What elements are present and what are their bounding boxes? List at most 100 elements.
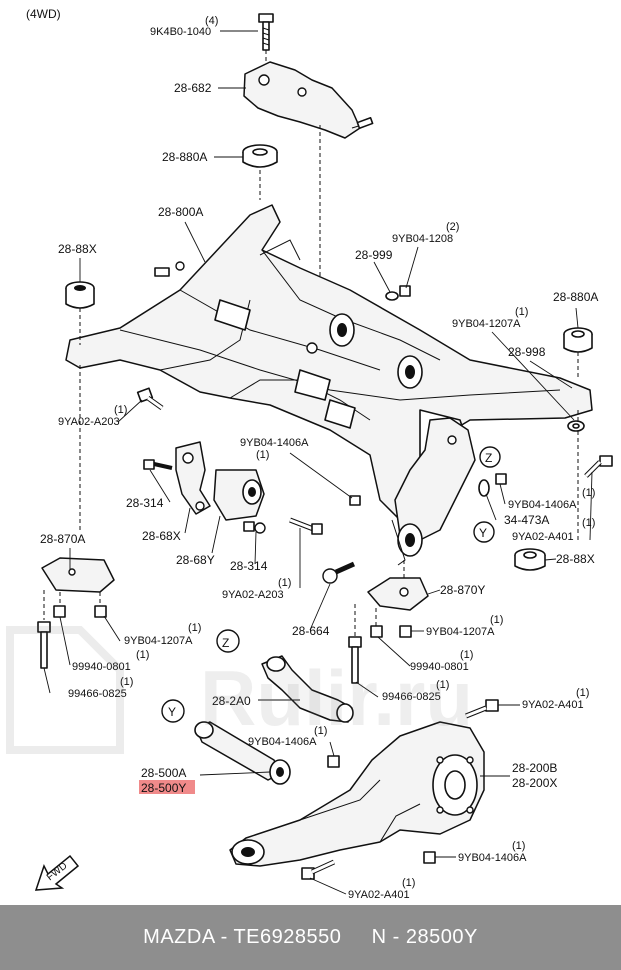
reference-y-top-icon [473, 521, 495, 543]
callout-99466-right: 99466-0825 [382, 691, 441, 703]
callout-qty: (1) [515, 306, 528, 318]
control-link-28-68x [175, 441, 211, 515]
bolt-28314-a-icon [143, 459, 173, 470]
callout-9ya02-a203: 9YA02-A203 [58, 416, 120, 428]
fwd-arrow-icon [34, 854, 80, 891]
callout-28870y: 28-870Y [440, 583, 485, 597]
reference-z-bottom-label: Z [222, 636, 229, 650]
callout-9yb04-1208: 9YB04-1208 [392, 233, 453, 245]
nut-28999 [385, 285, 411, 301]
callout-qty: (1) [402, 877, 415, 889]
footer-part-info: MAZDA - TE6928550 N - 28500Y [143, 926, 478, 948]
callout-qty: (1) [512, 840, 525, 852]
callout-28999: 28-999 [355, 248, 393, 262]
callout-qty: (1) [576, 687, 589, 699]
nut-9yb04-1406a-bottom-icon [423, 851, 436, 864]
nut-9yb04-1207a-mid-icon [399, 625, 412, 638]
callout-qty: (1) [256, 449, 269, 461]
callout-99466-left: 99466-0825 [68, 688, 127, 700]
bolt-9yb04-1406a-mid-icon [349, 495, 361, 506]
bushing-2888x-right [514, 548, 546, 571]
callout-9yb04-1406a-bottom: 9YB04-1406A [458, 852, 527, 864]
callout-qty: (1) [120, 676, 133, 688]
callout-qty: (1) [136, 649, 149, 661]
control-link-28-68y [213, 469, 265, 521]
bolt-28314-b-icon [243, 521, 266, 534]
nut-9yb04-1207a-left-icon [94, 605, 107, 618]
callout-28200b: 28-200B [512, 761, 557, 775]
callout-qty: (2) [446, 221, 459, 233]
reference-y-bottom-icon [161, 699, 185, 723]
reference-z-top-icon [479, 446, 501, 468]
callout-9yb04-1406a-mid: 9YB04-1406A [240, 437, 309, 449]
callout-28870a: 28-870A [40, 532, 85, 546]
upper-arm-282a0 [261, 655, 354, 723]
callout-28664: 28-664 [292, 624, 330, 638]
callout-9ya02-a401-right: 9YA02-A401 [512, 531, 574, 543]
bolt-28664-icon [322, 561, 356, 584]
exploded-parts-diagram: (4WD) (4) 9K4B0-1040 28-682 28-880A 28-8… [26, 7, 613, 901]
bolt-9ya02-a401-right-icon [584, 455, 613, 478]
callout-28682: 28-682 [174, 81, 212, 95]
knuckle-bracket-center [391, 417, 476, 566]
nut-99940-right-icon [370, 625, 383, 638]
callout-9ya02-a401-bottom: 9YA02-A401 [348, 889, 410, 901]
bolt-9ya02-a401-b-icon [465, 699, 499, 719]
drive-type-label: (4WD) [26, 7, 61, 21]
bushing-28880a-top [242, 144, 278, 168]
callout-282a0: 28-2A0 [212, 694, 251, 708]
callout-9yb04-1207a-left: 9YB04-1207A [124, 635, 193, 647]
footer-bar: MAZDA - TE6928550 N - 28500Y [0, 905, 621, 970]
diagram-drawing [34, 13, 613, 895]
reference-z-top-label: Z [485, 451, 492, 465]
callout-99940-left: 99940-0801 [72, 661, 131, 673]
leader-lines [43, 30, 593, 895]
callout-2888x-right: 28-88X [556, 552, 595, 566]
callout-28880a-top: 28-880A [162, 150, 207, 164]
callout-qty: (1) [188, 622, 201, 634]
callout-28-68y: 28-68Y [176, 553, 215, 567]
bolt-9ya02-a401-bottom-icon [301, 859, 336, 880]
callout-9yb04-1207a-top: 9YB04-1207A [452, 318, 521, 330]
stud-99466-right-icon [348, 636, 362, 684]
callout-qty: (1) [582, 517, 595, 529]
callout-qty: (1) [436, 679, 449, 691]
lateral-link-28500 [194, 721, 291, 785]
callout-28314-a: 28-314 [126, 496, 164, 510]
callout-28500y-highlighted: 28-500Y [141, 781, 186, 795]
callout-28200x: 28-200X [512, 776, 557, 790]
callout-28998: 28-998 [508, 345, 546, 359]
reference-y-bottom-label: Y [168, 705, 176, 719]
callout-qty: (1) [582, 487, 595, 499]
nut-99940-left-icon [53, 605, 66, 618]
callout-qty: (1) [114, 404, 127, 416]
callout-2888x-left: 28-88X [58, 242, 97, 256]
callout-28880a-right: 28-880A [553, 290, 598, 304]
nut-9yb04-1406a-low-icon [327, 755, 340, 768]
callout-9yb04-1406a-low: 9YB04-1406A [248, 736, 317, 748]
callout-28314-b: 28-314 [230, 559, 268, 573]
callout-28500a: 28-500A [141, 766, 186, 780]
mount-bracket-28682 [243, 61, 374, 139]
reference-y-top-label: Y [479, 526, 487, 540]
callout-28-68x: 28-68X [142, 529, 181, 543]
callout-9k4b0: 9K4B0-1040 [150, 26, 211, 38]
callout-qty: (1) [278, 577, 291, 589]
callout-9yb04-1207a-mid: 9YB04-1207A [426, 626, 495, 638]
reference-z-bottom-icon [216, 629, 240, 653]
bushing-2888x-left [65, 281, 95, 309]
callout-9yb04-1406a-right: 9YB04-1406A [508, 499, 577, 511]
diagram-labels: (4WD) (4) 9K4B0-1040 28-682 28-880A 28-8… [26, 7, 598, 901]
bolt-9ya02-a203-b-icon [289, 517, 323, 535]
callout-qty: (1) [490, 614, 503, 626]
callout-34473a: 34-473A [504, 513, 549, 527]
callout-qty: (1) [460, 649, 473, 661]
bracket-28870y [367, 577, 429, 611]
bushing-28880a-right [563, 327, 593, 353]
callout-9ya02-a203-b: 9YA02-A203 [222, 589, 284, 601]
callout-9ya02-a401-b: 9YA02-A401 [522, 699, 584, 711]
callout-99940-right: 99940-0801 [410, 661, 469, 673]
rear-knuckle-28200 [229, 721, 485, 867]
washer-28998 [567, 420, 585, 432]
callout-28800a: 28-800A [158, 205, 203, 219]
